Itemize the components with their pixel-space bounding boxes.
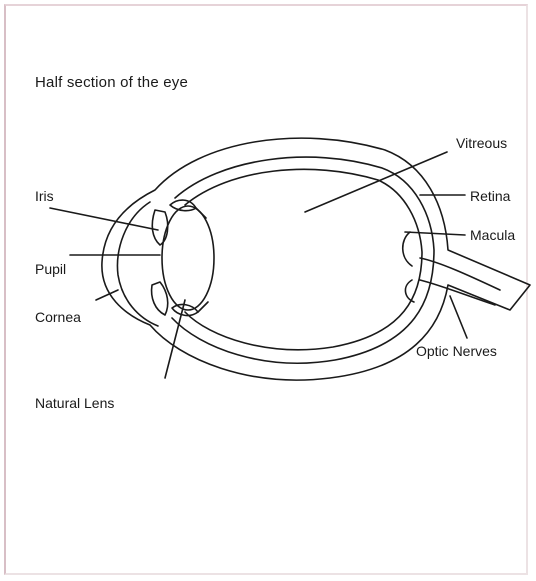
- label-iris: Iris: [35, 188, 54, 204]
- label-natural-lens: Natural Lens: [35, 395, 114, 411]
- leader-macula: [405, 232, 465, 235]
- label-optic-nerves: Optic Nerves: [416, 343, 497, 359]
- label-macula: Macula: [470, 227, 515, 243]
- label-vitreous: Vitreous: [456, 135, 507, 151]
- zonule-lower: [198, 302, 208, 312]
- natural-lens: [162, 206, 214, 310]
- zonule-upper: [196, 208, 206, 218]
- leader-iris: [50, 208, 158, 230]
- iris-lower: [152, 282, 168, 315]
- leader-cornea: [96, 290, 118, 300]
- label-retina: Retina: [470, 188, 511, 204]
- optic-nerve-inner-lower: [420, 280, 495, 305]
- label-cornea: Cornea: [35, 309, 81, 325]
- label-pupil: Pupil: [35, 261, 66, 277]
- retina-layer: [185, 169, 422, 349]
- leader-optic: [450, 296, 467, 338]
- macula-dip: [403, 232, 412, 266]
- iris-upper: [152, 210, 167, 245]
- ciliary-upper: [170, 200, 196, 211]
